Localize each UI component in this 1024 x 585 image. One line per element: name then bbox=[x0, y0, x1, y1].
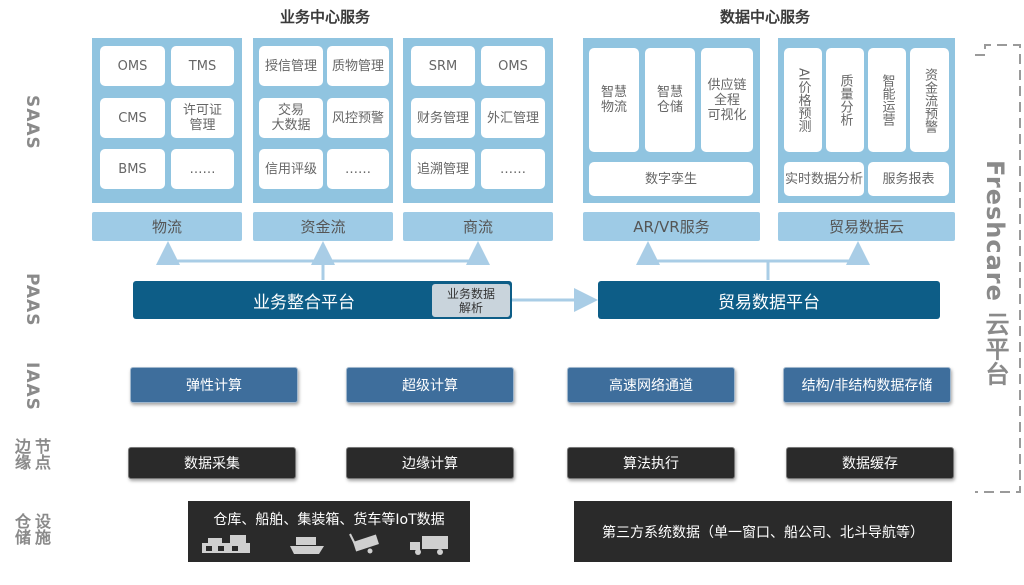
service-report-tile[interactable]: 服务报表 bbox=[868, 162, 949, 196]
warehouse-icon bbox=[202, 535, 250, 553]
commerce-category[interactable]: 商流 bbox=[403, 212, 553, 241]
logistics-panel: OMS TMS CMS 许可证 管理 BMS …… bbox=[92, 38, 242, 203]
arvr-panel: 智慧 物流 智慧 仓储 供应链 全程 可视化 数字孪生 bbox=[583, 38, 760, 203]
logistics-tile[interactable]: TMS bbox=[171, 46, 234, 86]
commerce-tile[interactable]: 追溯管理 bbox=[411, 149, 475, 189]
arvr-tile[interactable]: 智慧 物流 bbox=[589, 48, 639, 152]
data-collection[interactable]: 数据采集 bbox=[128, 447, 296, 479]
container-icon bbox=[349, 533, 379, 554]
data-cache[interactable]: 数据缓存 bbox=[786, 447, 954, 479]
facility-layer-label: 设施 仓储 bbox=[12, 513, 51, 545]
arvr-category[interactable]: AR/VR服务 bbox=[583, 212, 760, 241]
ship-icon bbox=[290, 537, 324, 554]
commerce-panel: SRM OMS 财务管理 外汇管理 追溯管理 …… bbox=[403, 38, 553, 203]
trade-data-platform[interactable]: 贸易数据平台 bbox=[598, 281, 940, 319]
logistics-tile[interactable]: …… bbox=[171, 149, 234, 189]
edge-layer-label: 节点 边缘 bbox=[12, 438, 51, 470]
commerce-tile[interactable]: 外汇管理 bbox=[481, 98, 545, 138]
arvr-tile[interactable]: 智慧 仓储 bbox=[645, 48, 695, 152]
tradecloud-tile[interactable]: AI价格预测 bbox=[784, 48, 822, 152]
realtime-analysis-tile[interactable]: 实时数据分析 bbox=[784, 162, 864, 196]
capital-tile[interactable]: 授信管理 bbox=[259, 46, 323, 86]
brand-label: Freshcare 云平台 bbox=[981, 160, 1009, 387]
iot-data-label: 仓库、船舶、集装箱、货车等IoT数据 bbox=[213, 512, 445, 528]
paas-layer-label: PAAS bbox=[22, 273, 42, 327]
data-center-heading: 数据中心服务 bbox=[719, 8, 810, 26]
logistics-tile[interactable]: BMS bbox=[100, 149, 165, 189]
edge-compute[interactable]: 边缘计算 bbox=[346, 447, 514, 479]
logistics-tile[interactable]: 许可证 管理 bbox=[171, 98, 234, 138]
tradecloud-tile[interactable]: 智能运营 bbox=[868, 48, 906, 152]
iaas-layer-label: IAAS bbox=[22, 362, 42, 411]
tradecloud-tile[interactable]: 质量分析 bbox=[826, 48, 864, 152]
iot-data-box: 仓库、船舶、集装箱、货车等IoT数据 bbox=[188, 501, 470, 562]
integration-platform-label: 业务整合平台 bbox=[253, 292, 355, 313]
tradecloud-panel: AI价格预测 质量分析 智能运营 资金流预警 实时数据分析 服务报表 bbox=[778, 38, 955, 203]
tradecloud-category[interactable]: 贸易数据云 bbox=[778, 212, 955, 241]
saas-layer-label: SAAS bbox=[22, 95, 42, 150]
commerce-tile[interactable]: …… bbox=[481, 149, 545, 189]
capital-tile[interactable]: 风控预警 bbox=[327, 98, 389, 138]
capital-tile[interactable]: 信用评级 bbox=[259, 149, 323, 189]
capital-tile[interactable]: 质物管理 bbox=[327, 46, 389, 86]
high-speed-network[interactable]: 高速网络通道 bbox=[567, 367, 735, 403]
third-party-data-box: 第三方系统数据（单一窗口、船公司、北斗导航等） bbox=[574, 501, 952, 562]
super-compute[interactable]: 超级计算 bbox=[346, 367, 514, 403]
capital-tile[interactable]: 交易 大数据 bbox=[259, 98, 323, 138]
digital-twin-tile[interactable]: 数字孪生 bbox=[589, 162, 753, 196]
business-center-heading: 业务中心服务 bbox=[279, 8, 370, 26]
commerce-tile[interactable]: SRM bbox=[411, 46, 475, 86]
logistics-category[interactable]: 物流 bbox=[92, 212, 242, 241]
tradecloud-tile[interactable]: 资金流预警 bbox=[910, 48, 949, 152]
data-storage[interactable]: 结构/非结构数据存储 bbox=[783, 367, 951, 403]
elastic-compute[interactable]: 弹性计算 bbox=[130, 367, 298, 403]
logistics-tile[interactable]: OMS bbox=[100, 46, 165, 86]
truck-icon bbox=[410, 536, 448, 555]
brand-bracket bbox=[975, 44, 1021, 493]
arvr-tile[interactable]: 供应链 全程 可视化 bbox=[701, 48, 753, 152]
capital-category[interactable]: 资金流 bbox=[253, 212, 393, 241]
business-data-analysis[interactable]: 业务数据 解析 bbox=[432, 284, 510, 317]
commerce-tile[interactable]: OMS bbox=[481, 46, 545, 86]
logistics-tile[interactable]: CMS bbox=[100, 98, 165, 138]
algorithm-execution[interactable]: 算法执行 bbox=[567, 447, 735, 479]
capital-tile[interactable]: …… bbox=[327, 149, 389, 189]
capital-panel: 授信管理 质物管理 交易 大数据 风控预警 信用评级 …… bbox=[253, 38, 393, 203]
commerce-tile[interactable]: 财务管理 bbox=[411, 98, 475, 138]
